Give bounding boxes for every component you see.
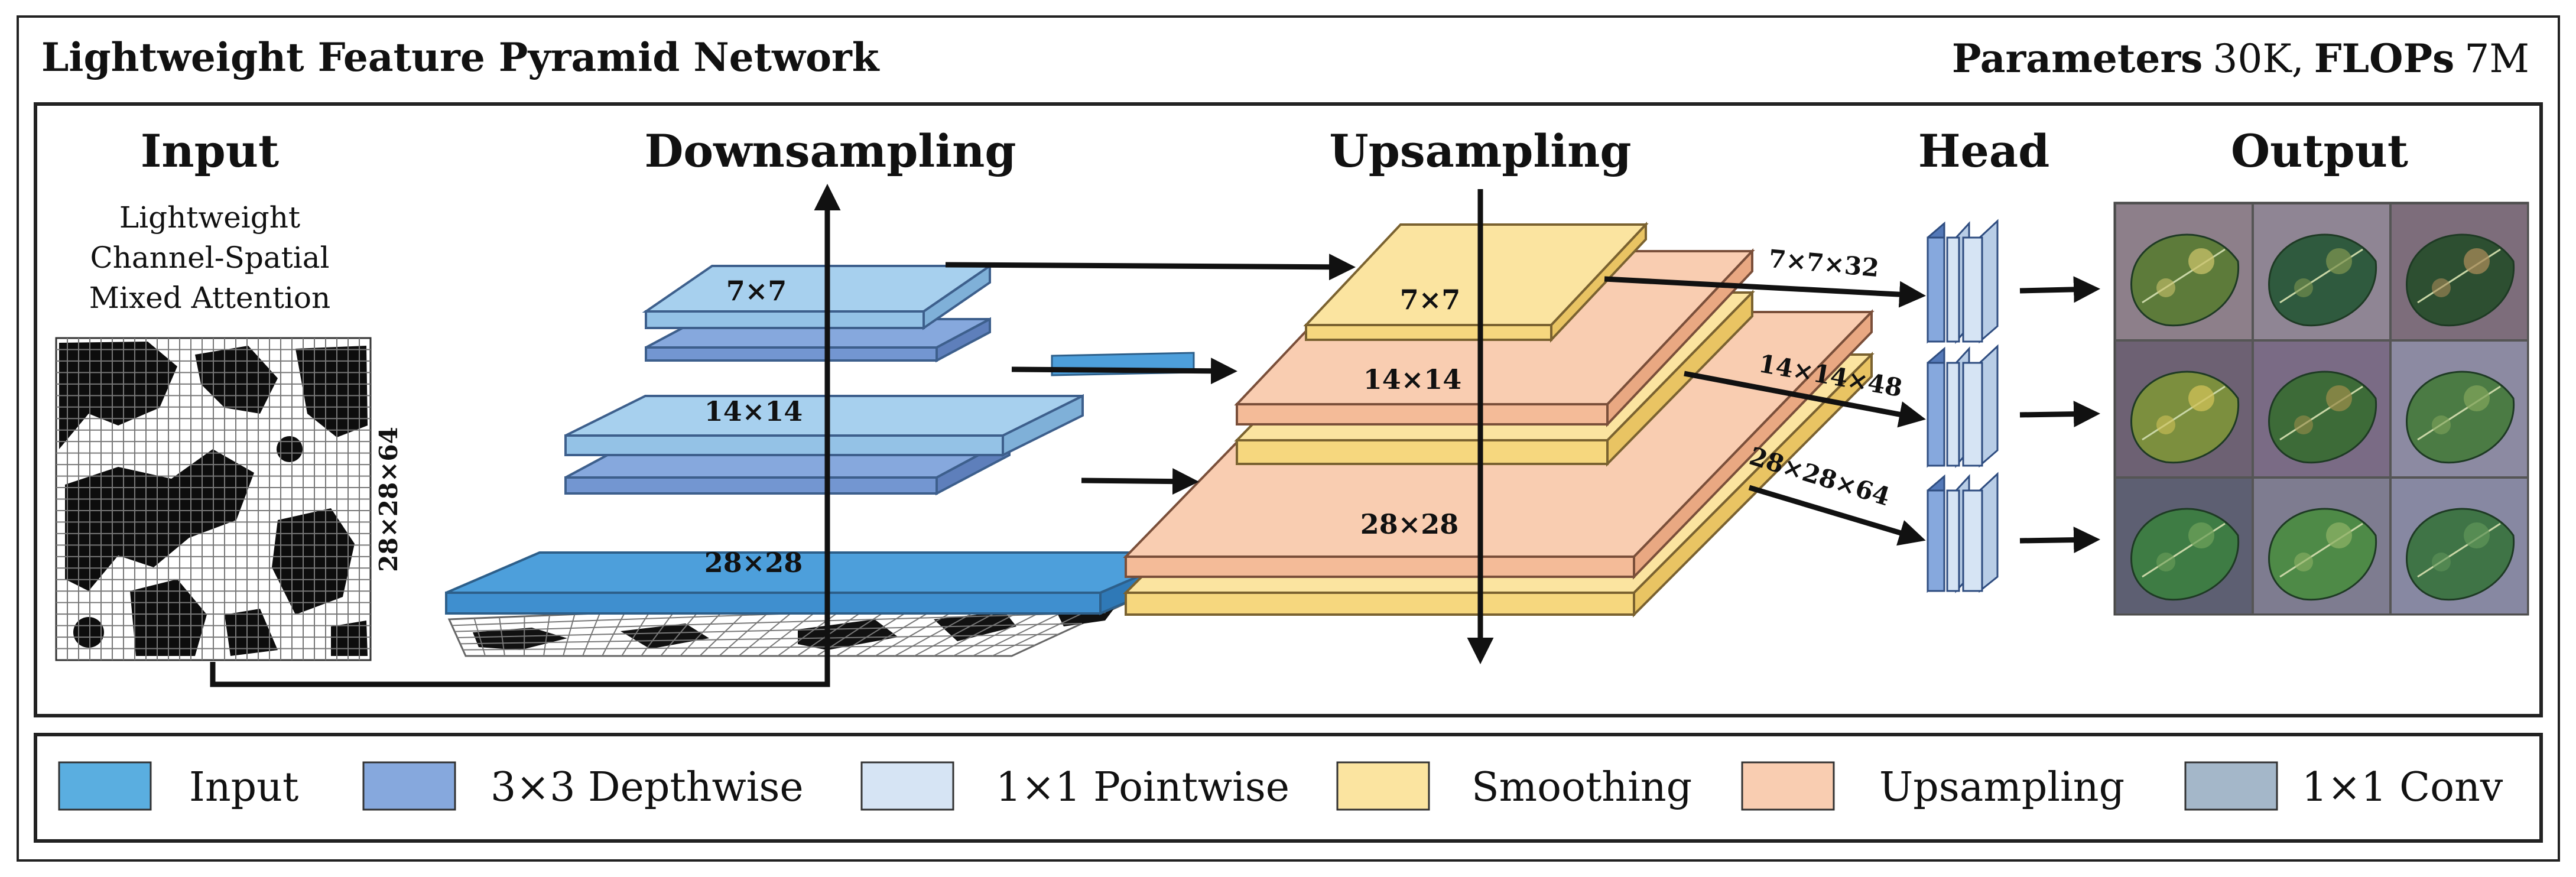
leaf-spot bbox=[2294, 553, 2313, 571]
skip-arrow bbox=[210, 184, 841, 687]
legend-swatch-smoothing bbox=[1336, 761, 1430, 811]
ground-grid-line bbox=[457, 623, 1083, 638]
attention-line-3: Mixed Attention bbox=[89, 281, 330, 315]
legend-item-depthwise: 3×3 Depthwise bbox=[362, 761, 804, 811]
leaf-spot bbox=[2294, 278, 2313, 297]
flops-label: FLOPs bbox=[2314, 35, 2455, 82]
legend-item-conv: 1×1 Conv bbox=[2184, 761, 2503, 811]
leaf-spot bbox=[2156, 553, 2175, 571]
leaf-spot bbox=[2432, 278, 2451, 297]
params-value: 30K, bbox=[2213, 36, 2304, 82]
upsampling-pyramid: 7×7 14×14 28×28 bbox=[1123, 221, 1875, 618]
head-dim-7-label: 7×7×32 bbox=[1768, 244, 1880, 282]
stage-input-title: Input bbox=[141, 125, 279, 177]
leaf-spot bbox=[2432, 415, 2451, 434]
legend-label-conv: 1×1 Conv bbox=[2302, 764, 2503, 811]
legend-label-smoothing: Smoothing bbox=[1471, 764, 1692, 811]
legend: Input 3×3 Depthwise 1×1 Pointwise Smooth… bbox=[58, 761, 2503, 811]
attention-map bbox=[55, 337, 372, 661]
ground-grid-line bbox=[460, 634, 1059, 645]
legend-label-pointwise: 1×1 Pointwise bbox=[996, 764, 1289, 811]
down-layer-14-label: 14×14 bbox=[704, 395, 803, 427]
down-14-top bbox=[565, 395, 1083, 437]
leaf-spot bbox=[2188, 385, 2214, 411]
stage-upsampling-title: Upsampling bbox=[1329, 125, 1631, 177]
input-dim-label: 28×28×64 bbox=[374, 427, 403, 572]
leaf-spot bbox=[2156, 415, 2175, 434]
legend-swatch-pointwise bbox=[860, 761, 954, 811]
legend-swatch-depthwise bbox=[362, 761, 456, 811]
legend-label-input: Input bbox=[189, 764, 298, 811]
leaf-spot bbox=[2294, 415, 2313, 434]
attention-line-1: Lightweight bbox=[119, 200, 300, 235]
leaf-spot bbox=[2326, 248, 2352, 274]
legend-item-upsampling: Upsampling bbox=[1741, 761, 2125, 811]
down-28-top bbox=[446, 551, 1194, 594]
head-block-1 bbox=[1927, 219, 1999, 345]
leaf-spot bbox=[2326, 522, 2352, 548]
down-layer-28-label: 28×28 bbox=[704, 547, 803, 579]
leaf-spot bbox=[2464, 385, 2490, 411]
legend-label-upsampling: Upsampling bbox=[1879, 764, 2125, 811]
legend-item-smoothing: Smoothing bbox=[1336, 761, 1692, 811]
attention-line-2: Channel-Spatial bbox=[90, 241, 329, 275]
lateral-arrow-28 bbox=[1081, 468, 1199, 495]
head-arrow-14 bbox=[1684, 371, 1926, 428]
output-images bbox=[2113, 202, 2529, 616]
output-arrow-2 bbox=[2019, 401, 2100, 428]
legend-label-depthwise: 3×3 Depthwise bbox=[490, 764, 804, 811]
up-layer-14-label: 14×14 bbox=[1363, 363, 1462, 395]
legend-frame bbox=[34, 733, 2543, 843]
output-arrow-1 bbox=[2019, 276, 2100, 303]
outer-frame bbox=[17, 15, 2560, 862]
legend-swatch-input bbox=[58, 761, 152, 811]
leaf-spot bbox=[2188, 522, 2214, 548]
output-arrow-3 bbox=[2019, 527, 2100, 554]
leaf-spot bbox=[2464, 522, 2490, 548]
head-block-3 bbox=[1927, 472, 1999, 593]
legend-item-input: Input bbox=[58, 761, 298, 811]
head-block-2 bbox=[1927, 344, 1999, 469]
downsampling-pyramid: 7×7 14×14 28×28 bbox=[445, 264, 1195, 616]
params-text: Parameters 30K, FLOPs 7M bbox=[1952, 35, 2529, 82]
arrows bbox=[210, 184, 2100, 687]
lateral-arrow-14 bbox=[1011, 358, 1237, 385]
up-layer-7-label: 7×7 bbox=[1400, 284, 1461, 316]
attention-grid bbox=[56, 338, 371, 660]
ground-grid-line bbox=[463, 644, 1035, 651]
stage-output-title: Output bbox=[2231, 125, 2408, 177]
down-layer-7-label: 7×7 bbox=[726, 275, 787, 307]
head-arrow-7 bbox=[1604, 276, 1926, 308]
output-leaf-tiles bbox=[2115, 203, 2528, 615]
leaf-spot bbox=[2188, 248, 2214, 274]
lateral-arrow-7 bbox=[945, 254, 1356, 281]
head-arrow-28 bbox=[1748, 485, 1926, 546]
leaf-spot bbox=[2156, 278, 2175, 297]
ground-grid-line bbox=[454, 612, 1106, 632]
params-label: Parameters bbox=[1952, 35, 2203, 82]
flops-value: 7M bbox=[2464, 36, 2529, 82]
head-blocks bbox=[1927, 219, 1999, 593]
legend-item-pointwise: 1×1 Pointwise bbox=[860, 761, 1289, 811]
leaf-spot bbox=[2464, 248, 2490, 274]
stage-downsampling-title: Downsampling bbox=[644, 125, 1016, 177]
diagram-frame bbox=[34, 102, 2543, 717]
stage-head-title: Head bbox=[1918, 125, 2050, 177]
diagram-title: Lightweight Feature Pyramid Network bbox=[41, 34, 880, 80]
up-layer-28-label: 28×28 bbox=[1360, 508, 1459, 540]
legend-swatch-upsampling bbox=[1741, 761, 1835, 811]
leaf-spot bbox=[2326, 385, 2352, 411]
legend-swatch-conv bbox=[2184, 761, 2278, 811]
leaf-spot bbox=[2432, 553, 2451, 571]
